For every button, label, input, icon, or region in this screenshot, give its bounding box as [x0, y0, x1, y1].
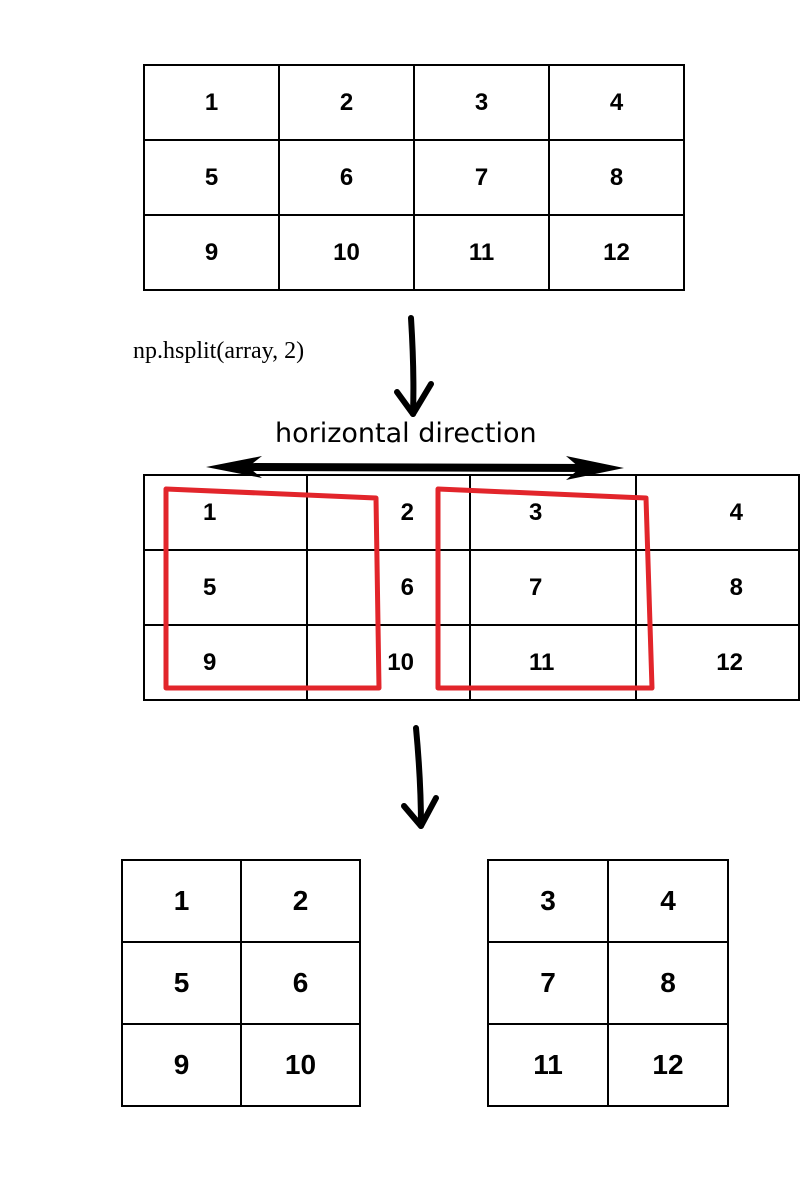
table-row: 5 6 7 8	[143, 139, 685, 216]
result-left-grid: 1 2 5 6 9 10	[121, 859, 361, 1107]
array-cell: 4	[607, 859, 729, 943]
array-cell: 7	[413, 139, 550, 216]
array-cell: 1	[143, 64, 280, 141]
array-cell: 8	[607, 941, 729, 1025]
array-cell: 11	[413, 214, 550, 291]
array-cell: 3	[413, 64, 550, 141]
table-row: 9 10 11 12	[143, 624, 800, 701]
array-cell: 4	[548, 64, 685, 141]
array-cell: 12	[607, 1023, 729, 1107]
array-cell: 9	[143, 214, 280, 291]
array-cell: 12	[548, 214, 685, 291]
array-cell: 9	[143, 624, 308, 701]
array-cell: 2	[305, 474, 471, 551]
array-cell: 6	[278, 139, 415, 216]
array-cell: 2	[240, 859, 361, 943]
array-cell: 1	[121, 859, 242, 943]
array-cell: 6	[305, 549, 471, 626]
result-right-grid: 3 4 7 8 11 12	[487, 859, 729, 1107]
array-cell: 5	[121, 941, 242, 1025]
original-array-grid: 1 2 3 4 5 6 7 8 9 10 11 12	[143, 64, 685, 291]
table-row: 9 10 11 12	[143, 214, 685, 291]
array-cell: 7	[468, 549, 637, 626]
array-cell: 3	[487, 859, 609, 943]
array-cell: 11	[487, 1023, 609, 1107]
array-cell: 11	[468, 624, 637, 701]
array-cell: 8	[548, 139, 685, 216]
array-cell: 10	[278, 214, 415, 291]
array-cell: 7	[487, 941, 609, 1025]
array-cell: 5	[143, 549, 308, 626]
down-arrow-icon	[401, 725, 439, 829]
array-cell: 4	[634, 474, 800, 551]
array-cell: 2	[278, 64, 415, 141]
array-cell: 10	[240, 1023, 361, 1107]
table-row: 1 2 3 4	[143, 64, 685, 141]
table-row: 5 6 7 8	[143, 549, 800, 626]
array-cell: 12	[634, 624, 800, 701]
array-cell: 9	[121, 1023, 242, 1107]
split-array-grid: 1 2 3 4 5 6 7 8 9 10 11 12	[143, 474, 800, 701]
table-row: 7 8	[487, 941, 729, 1025]
table-row: 5 6	[121, 941, 361, 1025]
hsplit-code-label: np.hsplit(array, 2)	[133, 338, 305, 364]
array-cell: 10	[305, 624, 471, 701]
table-row: 1 2	[121, 859, 361, 943]
table-row: 9 10	[121, 1023, 361, 1107]
array-cell: 6	[240, 941, 361, 1025]
table-row: 3 4	[487, 859, 729, 943]
array-cell: 5	[143, 139, 280, 216]
direction-label: horizontal direction	[275, 418, 537, 449]
array-cell: 8	[634, 549, 800, 626]
array-cell: 3	[468, 474, 637, 551]
table-row: 1 2 3 4	[143, 474, 800, 551]
table-row: 11 12	[487, 1023, 729, 1107]
down-arrow-icon	[394, 315, 434, 417]
array-cell: 1	[143, 474, 308, 551]
